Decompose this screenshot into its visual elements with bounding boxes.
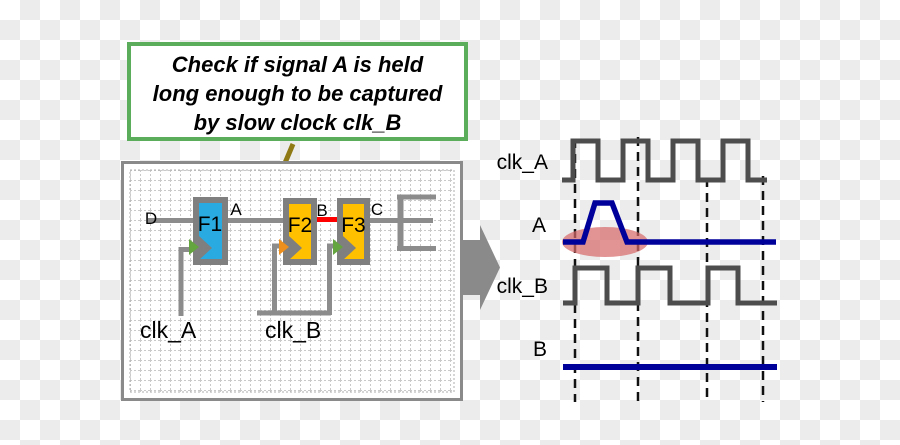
flipflop-f3: F3 — [333, 198, 370, 265]
f2-clock-pin-icon — [279, 239, 289, 255]
net-label-b: B — [316, 201, 327, 220]
net-label-a: A — [230, 200, 242, 219]
waveform-clk-b — [563, 265, 777, 306]
callout-line-2: long enough to be captured — [152, 81, 443, 106]
callout-line-3: by slow clock clk_B — [193, 110, 402, 135]
waveform-clk-a — [562, 138, 767, 183]
block-arrow-icon — [462, 225, 500, 310]
flipflop-f2: F2 — [279, 198, 317, 265]
f2-label: F2 — [288, 214, 313, 237]
f1-label: F1 — [198, 213, 223, 236]
waveform-a — [563, 200, 776, 245]
callout-line-1: Check if signal A is held — [171, 52, 424, 77]
circuit-clk-a-label: clk_A — [140, 317, 197, 343]
wave-label-clk-b: clk_B — [497, 275, 548, 298]
f1-clock-wedge-icon — [199, 236, 212, 260]
f3-label: F3 — [341, 214, 366, 237]
f1-clock-pin-icon — [189, 239, 199, 255]
flipflop-f1: F1 — [189, 197, 228, 265]
waveform-panel: clk_A A clk_B B — [497, 137, 777, 402]
port-label-d: D — [145, 209, 157, 228]
f3-clock-wedge-icon — [343, 236, 356, 260]
net-label-c: C — [371, 200, 383, 219]
circuit-box: F1 F2 F3 D A B C clk_A — [121, 161, 463, 401]
wave-label-a: A — [532, 214, 546, 237]
circuit-clk-b-label: clk_B — [265, 317, 321, 343]
f3-clock-pin-icon — [333, 239, 343, 255]
callout-box: Check if signal A is held long enough to… — [127, 42, 468, 141]
f2-clock-wedge-icon — [289, 236, 302, 260]
wave-label-clk-a: clk_A — [497, 151, 548, 174]
wave-label-b: B — [533, 338, 547, 361]
